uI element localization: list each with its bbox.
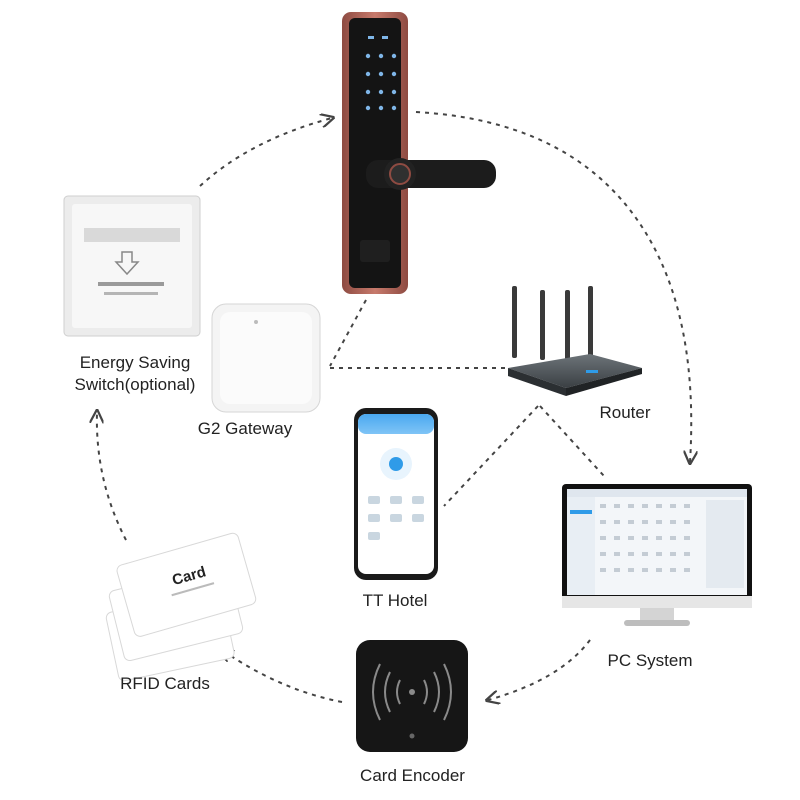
router-label: Router bbox=[599, 403, 651, 422]
connector-rfid-to-energy bbox=[97, 412, 127, 541]
card-encoder-label: Card Encoder bbox=[360, 766, 465, 785]
tt-hotel-phone-image bbox=[354, 408, 438, 580]
connector-router-pc bbox=[539, 405, 605, 477]
tt-hotel-label: TT Hotel bbox=[362, 591, 428, 610]
connector-router-tthotel bbox=[443, 405, 539, 507]
energy-saving-switch-image bbox=[63, 195, 201, 337]
card-encoder-image bbox=[356, 640, 468, 752]
pc-system-monitor-image bbox=[562, 484, 752, 626]
rfid-cards-label: RFID Cards bbox=[120, 674, 210, 693]
g2-gateway-label: G2 Gateway bbox=[197, 419, 293, 438]
connector-energy-to-lock bbox=[199, 118, 332, 187]
connector-lock-to-pc bbox=[415, 111, 691, 462]
smart-lock-image bbox=[342, 12, 496, 294]
g2-gateway-image bbox=[211, 303, 321, 413]
connector-pc-to-encoder bbox=[488, 639, 591, 700]
connector-lock-gateway bbox=[329, 299, 367, 367]
connector-encoder-to-rfid bbox=[222, 650, 343, 703]
router-image bbox=[508, 286, 642, 396]
rfid-cards-image: Card bbox=[105, 532, 257, 682]
pc-system-label: PC System bbox=[607, 651, 693, 670]
